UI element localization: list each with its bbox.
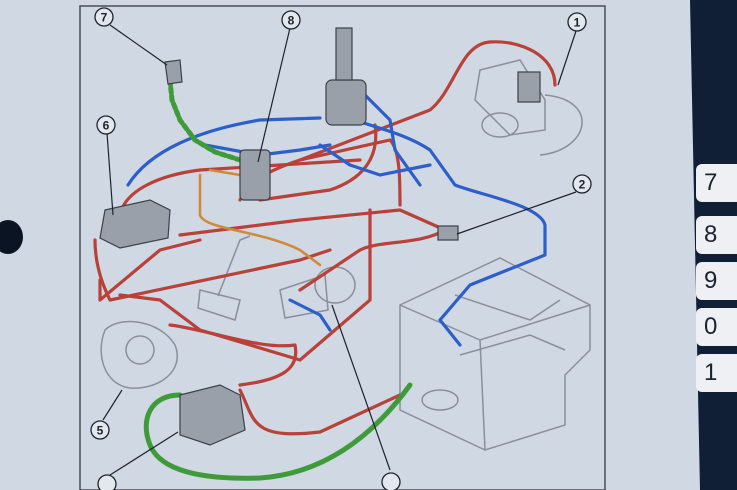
callout-3-circle — [381, 472, 401, 490]
red-line-cross — [178, 208, 447, 237]
brake-disc-arc — [539, 94, 583, 156]
blue-line-cylinder — [288, 298, 332, 332]
tee-connector-2 — [437, 225, 459, 241]
index-tab-8-label: 8 — [704, 221, 718, 248]
callout-leaders — [102, 24, 578, 476]
callout-5: 5 — [90, 420, 110, 440]
index-tab-1[interactable]: 1 — [696, 354, 737, 392]
leader-3 — [331, 304, 391, 471]
callout-3 — [381, 472, 401, 490]
callout-6-label: 6 — [103, 119, 110, 133]
callout-7-circle — [94, 7, 114, 27]
callout-4 — [97, 474, 117, 490]
caliper — [517, 71, 541, 103]
red-line-to-tank — [238, 388, 402, 436]
callout-1-circle — [567, 12, 587, 32]
callouts: 1 2 5 6 7 8 — [90, 7, 592, 490]
red-line-pump-return — [118, 208, 372, 362]
top-valve-stem — [335, 27, 353, 81]
top-valve-unit — [325, 79, 367, 126]
leader-4 — [109, 431, 179, 476]
reservoir-front-edge — [479, 339, 486, 451]
blue-line-unit8 — [363, 93, 422, 187]
callout-5-label: 5 — [97, 424, 104, 438]
hub-flange — [481, 112, 519, 138]
index-tab-7-label: 7 — [704, 169, 718, 196]
reservoir-inner-baffle — [454, 294, 561, 321]
components — [99, 27, 541, 446]
index-tab-0-label: 0 — [704, 313, 718, 340]
blue-line-mid — [203, 143, 332, 157]
binder-hole — [0, 220, 23, 254]
green-line-vent — [167, 77, 243, 163]
callout-2-circle — [572, 174, 592, 194]
red-line-valve-side — [98, 238, 202, 302]
red-line-branch — [298, 138, 402, 207]
callout-4-circle — [97, 474, 117, 490]
callout-5-circle — [90, 420, 110, 440]
hydraulic-pump — [179, 384, 246, 446]
index-tab-1-label: 1 — [704, 359, 718, 386]
callout-8-circle — [281, 10, 301, 30]
blue-line-valve-top — [126, 116, 322, 187]
callout-6: 6 — [96, 115, 116, 135]
index-tab-0[interactable]: 0 — [696, 308, 737, 346]
orange-line-pilot — [198, 173, 322, 267]
index-tab-9-label: 9 — [704, 267, 718, 294]
callout-6-circle — [96, 115, 116, 135]
leader-6 — [106, 132, 114, 216]
red-line-valve-lower — [93, 238, 332, 302]
green-line-suction — [143, 382, 413, 481]
green-lines — [143, 77, 413, 481]
callout-8: 8 — [281, 10, 301, 30]
index-tab-9[interactable]: 9 — [696, 262, 737, 300]
component-outlines — [100, 59, 591, 451]
wheel-hub — [474, 59, 546, 136]
leader-5 — [102, 389, 123, 421]
blue-line-to-reservoir — [343, 113, 547, 347]
leader-2 — [456, 191, 577, 235]
leader-8 — [257, 27, 291, 163]
blue-lines — [126, 93, 547, 347]
blue-line-return — [318, 143, 432, 177]
callout-1-label: 1 — [574, 16, 581, 30]
callout-2-label: 2 — [579, 178, 586, 192]
reservoir-inner-ledge — [459, 334, 566, 356]
diagram-frame — [79, 5, 606, 490]
callout-7-label: 7 — [101, 11, 108, 25]
callout-1: 1 — [567, 12, 587, 32]
index-tab-8[interactable]: 8 — [696, 216, 737, 254]
breather-cap-7 — [164, 59, 183, 85]
pump-housing — [100, 320, 178, 389]
leader-7 — [109, 24, 168, 66]
callout-2: 2 — [572, 174, 592, 194]
master-cylinder-housing — [279, 273, 329, 319]
red-line-pump-out — [168, 323, 298, 387]
leader-1 — [557, 27, 578, 86]
callout-8-label: 8 — [288, 14, 295, 28]
pedal-pad — [197, 289, 241, 321]
reservoir-tank — [399, 257, 591, 451]
valve-block-8 — [239, 149, 271, 201]
control-valve-6 — [99, 199, 171, 249]
red-line-to-cylinder — [298, 228, 447, 292]
index-tab-7[interactable]: 7 — [696, 164, 737, 202]
reservoir-outlet — [421, 389, 459, 411]
callout-7: 7 — [94, 7, 114, 27]
pump-inlet — [125, 335, 155, 365]
